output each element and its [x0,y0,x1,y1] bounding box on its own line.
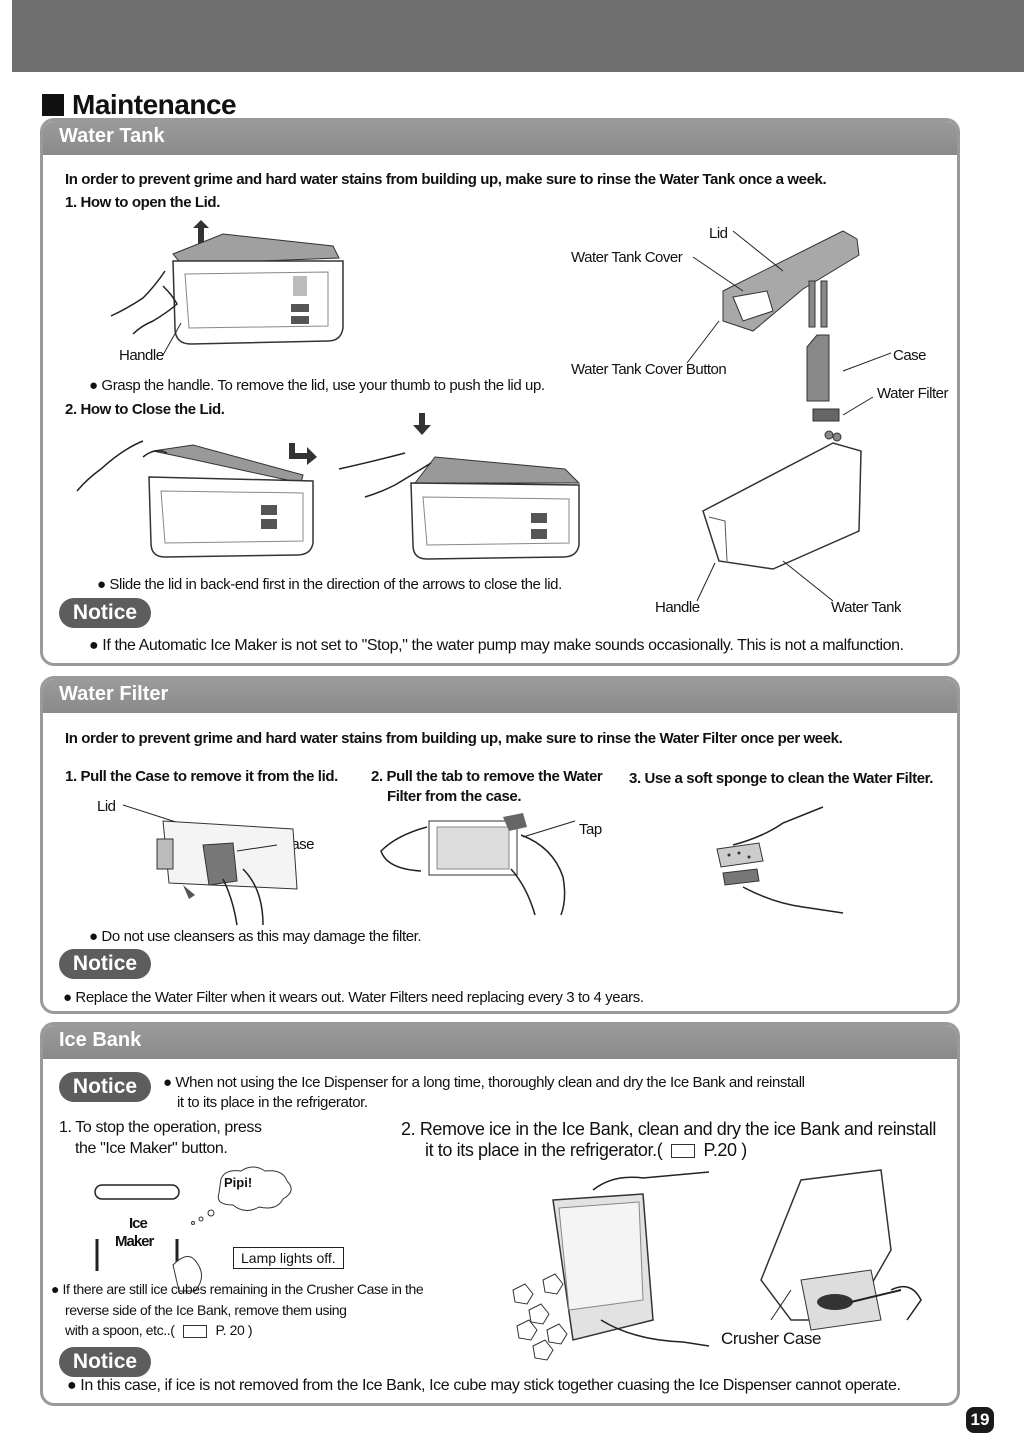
ice-step1-line2: the "Ice Maker" button. [75,1140,228,1157]
arrow-right-icon [289,443,317,465]
page-reference-icon [670,1144,695,1159]
water-filter-heading: Water Filter [59,683,169,705]
ice-bank-notice-line1: ● When not using the Ice Dispenser for a… [163,1074,805,1091]
filter-lid-label: Lid [97,798,116,815]
parts-leader-lines [686,230,892,602]
crusher-case-illustration [760,1169,922,1331]
title-square-icon [42,94,64,116]
close-lid-illustration-2 [338,413,581,560]
water-filter-section: Water Filter In order to prevent grime a… [40,676,960,1014]
water-tank-heading: Water Tank [59,125,165,147]
ice-bank-illustration [512,1171,710,1361]
filter-caution: ● Do not use cleansers as this may damag… [89,928,422,945]
water-filter-header: Water Filter [43,679,957,713]
open-lid-step-title: 1. How to open the Lid. [65,194,220,211]
ice-maker-button-line2: Maker [115,1233,154,1250]
close-lid-instruction: ● Slide the lid in back-end first in the… [97,576,562,593]
pull-case-illustration [122,804,298,926]
crusher-text: with a spoon, etc..( [65,1322,175,1338]
crusher-line3: with a spoon, etc..( P. 20 ) [65,1322,253,1338]
ice-step1-line1: 1. To stop the operation, press [59,1119,262,1136]
ice-step2-close: ) [741,1140,747,1160]
water-tank-intro: In order to prevent grime and hard water… [65,171,827,188]
case-part-label: Case [893,347,927,364]
close-lid-step-title: 2. How to Close the Lid. [65,401,225,418]
ice-maker-button-line1: Ice [129,1215,148,1232]
ice-bank-header: Ice Bank [43,1025,957,1059]
lamp-off-label: Lamp lights off. [233,1247,344,1269]
water-tank-section: Water Tank In order to prevent grime and… [40,118,960,666]
crusher-ref-icon [183,1324,208,1338]
ice-bank-section: Ice Bank Notice ● When not using the Ice… [40,1022,960,1406]
filter-step2-line2: Filter from the case. [387,788,522,805]
page-title: Maintenance [72,89,237,120]
ice-bank-notice-line2: it to its place in the refrigerator. [177,1094,368,1111]
water-tank-header: Water Tank [43,121,957,155]
page-number-badge: 19 [966,1407,994,1433]
handle-label: Handle [119,347,164,364]
handle-leader-line [162,322,182,356]
ice-step2-ref: P.20 [703,1140,738,1160]
ice-bank-notice2-text: ● In this case, if ice is not removed fr… [67,1377,901,1394]
ice-step2-text: it to its place in the refrigerator.( [425,1140,663,1160]
pipi-sound-text: Pipi! [224,1175,253,1190]
sponge-clean-illustration [716,806,844,914]
open-lid-illustration [110,220,344,345]
tank-part-label: Water Tank [831,599,902,616]
crusher-line2: reverse side of the Ice Bank, remove the… [65,1302,347,1318]
close-lid-illustration-1 [76,440,314,558]
pull-tab-illustration [380,813,576,916]
page-title-row: Maintenance [42,88,237,122]
water-filter-notice-text: ● Replace the Water Filter when it wears… [63,989,644,1006]
control-panel-illustration [94,1166,292,1292]
top-banner [12,0,1024,72]
filter-step1: 1. Pull the Case to remove it from the l… [65,768,338,785]
cover-button-part-label: Water Tank Cover Button [571,361,727,378]
crusher-line1: ● If there are still ice cubes remaining… [51,1281,424,1297]
crusher-close: ) [247,1322,253,1338]
ice-step2-line1: 2. Remove ice in the Ice Bank, clean and… [401,1119,936,1139]
filter-part-label: Water Filter [877,385,948,402]
water-tank-notice-text: ● If the Automatic Ice Maker is not set … [89,637,904,654]
crusher-case-label: Crusher Case [721,1329,822,1348]
water-tank-notice-badge: Notice [59,598,151,628]
filter-tap-label: Tap [579,821,602,838]
ice-bank-notice-badge: Notice [59,1072,151,1102]
open-lid-instruction: ● Grasp the handle. To remove the lid, u… [89,377,545,394]
handle-part-label: Handle [655,599,700,616]
water-filter-notice-badge: Notice [59,949,151,979]
lid-part-label: Lid [709,225,728,242]
ice-step2-line2: it to its place in the refrigerator.( P.… [425,1140,747,1161]
ice-bank-notice2-badge: Notice [59,1347,151,1377]
cover-part-label: Water Tank Cover [571,249,683,266]
crusher-ref: P. 20 [215,1322,245,1338]
water-filter-intro: In order to prevent grime and hard water… [65,730,843,747]
ice-bank-heading: Ice Bank [59,1029,142,1051]
filter-step3: 3. Use a soft sponge to clean the Water … [629,770,934,787]
water-tank-parts-diagram [702,230,862,570]
filter-step2-line1: 2. Pull the tab to remove the Water [371,768,603,785]
